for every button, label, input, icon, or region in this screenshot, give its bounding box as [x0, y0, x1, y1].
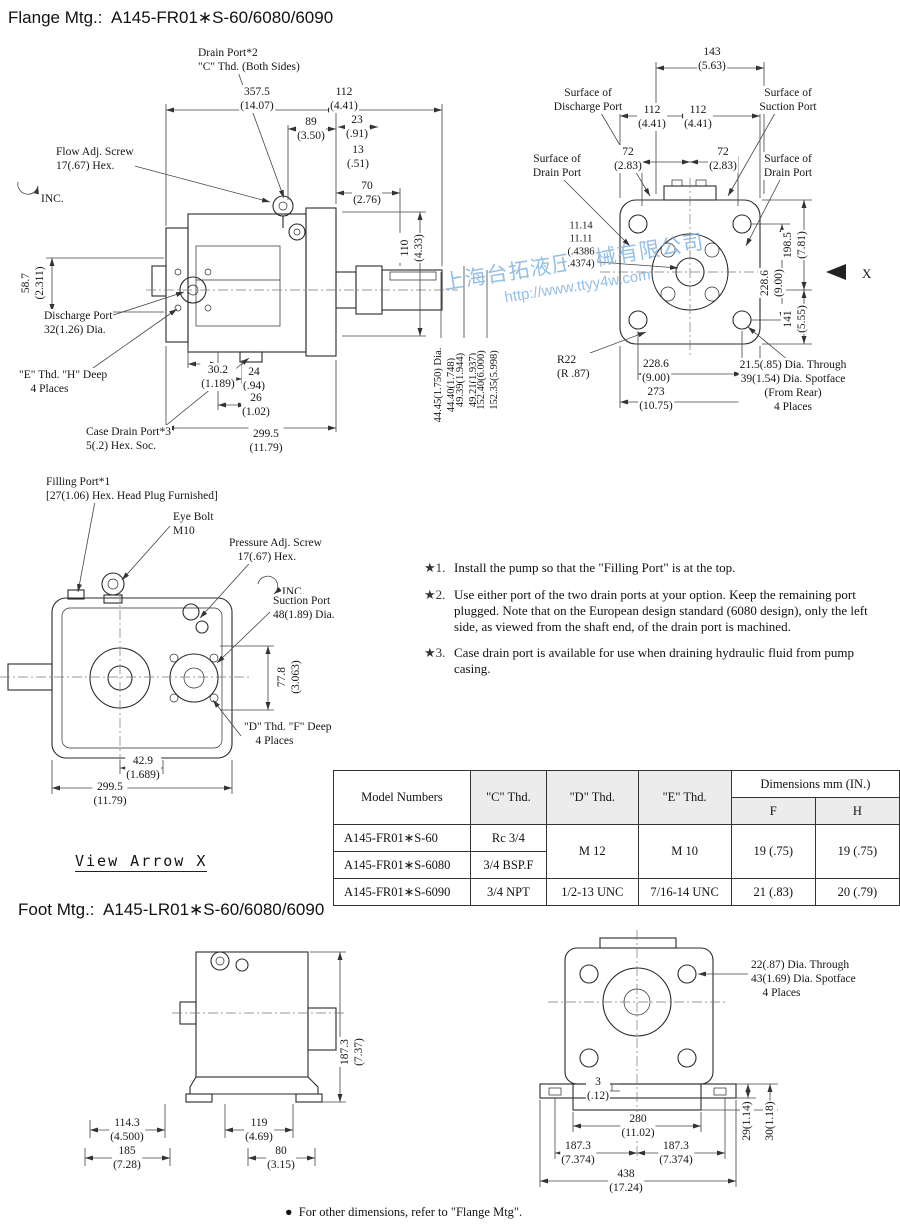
- flange-side-view-dimensions: [17, 71, 488, 441]
- cell-f-6090: 21 (.83): [730, 878, 816, 906]
- thread-spec-table: Model Numbers "C" Thd. "D" Thd. "E" Thd.…: [333, 770, 900, 906]
- view-arrow-x-caption: View Arrow X: [75, 852, 208, 872]
- table-row: A145-FR01∗S-60 Rc 3/4 M 12 M 10 19 (.75)…: [333, 824, 900, 879]
- col-header-f: F: [730, 797, 816, 825]
- cell-c-6090: 3/4 NPT: [469, 878, 548, 906]
- foot-rear-view-outline: [539, 930, 737, 1160]
- cell-d-6090: 1/2-13 UNC: [546, 878, 639, 906]
- col-header-h: H: [814, 797, 900, 825]
- cell-e-6090: 7/16-14 UNC: [637, 878, 732, 906]
- footnote-1: ★1. Install the pump so that the "Fillin…: [424, 560, 890, 576]
- front-view-outline: [0, 572, 250, 760]
- flange-side-view-outline: [146, 195, 458, 363]
- col-header-c-thd: "C" Thd.: [469, 770, 548, 825]
- cell-h-merged: 19 (.75): [814, 824, 900, 879]
- cell-e-merged: M 10: [637, 824, 732, 879]
- cell-d-merged: M 12: [546, 824, 639, 879]
- footnote-2: ★2. Use either port of the two drain por…: [424, 587, 890, 635]
- flange-rear-view-outline: [600, 178, 780, 356]
- footnote-1-text: Install the pump so that the "Filling Po…: [454, 560, 736, 575]
- cell-model-60: A145-FR01∗S-60: [333, 824, 471, 852]
- col-header-dimensions: Dimensions mm (IN.): [730, 770, 900, 798]
- cell-f-merged: 19 (.75): [730, 824, 816, 879]
- foot-rear-view-dimensions: [539, 971, 778, 1187]
- col-header-e-thd: "E" Thd.: [637, 770, 732, 825]
- foot-mtg-title: Foot Mtg.: A145-LR01∗S-60/6080/6090: [18, 900, 325, 919]
- footnote-3-marker: ★3.: [424, 645, 446, 661]
- footnote-3: ★3. Case drain port is available for use…: [424, 645, 890, 677]
- footer-note: ● For other dimensions, refer to "Flange…: [285, 1205, 523, 1219]
- col-header-model: Model Numbers: [333, 770, 471, 825]
- footnote-3-text: Case drain port is available for use whe…: [454, 645, 855, 677]
- cell-h-6090: 20 (.79): [814, 878, 900, 906]
- col-header-d-thd: "D" Thd.: [546, 770, 639, 825]
- foot-side-view-dimensions: [84, 951, 346, 1166]
- flange-mtg-title: Flange Mtg.: A145-FR01∗S-60/6080/6090: [8, 8, 334, 27]
- cell-model-6090: A145-FR01∗S-6090: [333, 878, 471, 906]
- footnote-2-text: Use either port of the two drain ports a…: [454, 586, 868, 634]
- view-direction-arrow: [826, 264, 846, 280]
- footnote-2-marker: ★2.: [424, 586, 446, 602]
- table-row: A145-FR01∗S-6090 3/4 NPT 1/2-13 UNC 7/16…: [333, 878, 900, 906]
- footnote-1-marker: ★1.: [424, 560, 446, 575]
- cell-c-60: Rc 3/4: [469, 824, 548, 852]
- cell-model-6080: A145-FR01∗S-6080: [333, 851, 471, 879]
- cell-c-6080: 3/4 BSP.F: [469, 851, 548, 879]
- footnotes: ★1. Install the pump so that the "Fillin…: [424, 560, 890, 688]
- flange-rear-view-dimensions: [559, 62, 846, 408]
- foot-side-view-outline: [172, 951, 344, 1103]
- front-view-dimensions: [51, 495, 282, 794]
